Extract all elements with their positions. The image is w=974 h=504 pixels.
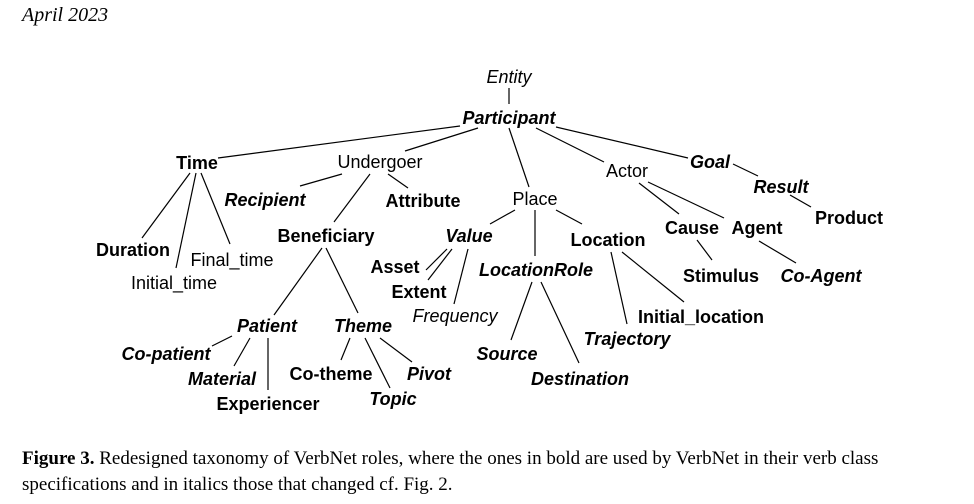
edge-actor-agent (647, 181, 725, 219)
edge-locationrole-destination (540, 281, 580, 364)
node-location: Location (571, 230, 646, 250)
edge-value-asset (425, 248, 448, 271)
node-beneficiary: Beneficiary (277, 226, 374, 246)
node-asset: Asset (370, 257, 419, 277)
node-cause: Cause (665, 218, 719, 238)
edge-place-value (489, 209, 516, 225)
node-stimulus: Stimulus (683, 266, 759, 286)
node-patient: Patient (237, 316, 298, 336)
node-participant: Participant (462, 108, 556, 128)
edge-location-initial-location (621, 251, 685, 303)
figure-caption-label: Figure 3. (22, 448, 95, 469)
node-actor: Actor (606, 161, 648, 181)
node-co-patient: Co-patient (122, 344, 212, 364)
edge-participant-goal (555, 126, 689, 159)
node-co-theme: Co-theme (289, 364, 372, 384)
node-goal: Goal (690, 152, 731, 172)
node-time: Time (176, 153, 218, 173)
edge-time-initial-time (175, 172, 197, 269)
edge-beneficiary-theme (325, 247, 359, 314)
node-entity: Entity (486, 67, 532, 87)
node-destination: Destination (531, 369, 629, 389)
node-source: Source (476, 344, 537, 364)
edge-actor-cause (638, 182, 680, 215)
edge-time-final-time (200, 172, 231, 245)
edge-participant-actor (535, 127, 605, 163)
edge-value-extent (427, 248, 453, 281)
node-experiencer: Experiencer (216, 394, 319, 414)
tree-nodes: Entity Participant Time Undergoer Actor … (96, 67, 883, 414)
node-topic: Topic (369, 389, 416, 409)
node-initial-location: Initial_location (638, 307, 764, 327)
node-duration: Duration (96, 240, 170, 260)
figure-caption: Figure 3. Redesigned taxonomy of VerbNet… (22, 446, 956, 498)
node-pivot: Pivot (407, 364, 452, 384)
edge-result-product (789, 194, 812, 208)
edge-place-location (555, 209, 583, 225)
edge-participant-place (508, 127, 530, 188)
edge-undergoer-attribute (387, 173, 409, 189)
node-value: Value (445, 226, 492, 246)
edge-agent-co-agent (758, 240, 797, 264)
node-material: Material (188, 369, 257, 389)
edge-value-frequency (453, 248, 469, 305)
node-location-role: LocationRole (479, 260, 593, 280)
edge-goal-result (732, 163, 759, 177)
node-trajectory: Trajectory (584, 329, 672, 349)
node-frequency: Frequency (412, 306, 498, 326)
node-extent: Extent (391, 282, 446, 302)
edge-participant-undergoer (404, 127, 479, 152)
node-theme: Theme (334, 316, 392, 336)
figure-caption-text: Redesigned taxonomy of VerbNet roles, wh… (22, 448, 879, 495)
edge-patient-material (233, 337, 251, 367)
edge-cause-stimulus (696, 239, 713, 261)
node-agent: Agent (732, 218, 783, 238)
edge-theme-pivot (379, 337, 413, 363)
tree-edges (141, 88, 812, 390)
node-result: Result (753, 177, 809, 197)
node-final-time: Final_time (190, 250, 273, 271)
edge-undergoer-beneficiary (333, 173, 371, 223)
edge-theme-co-theme (340, 337, 351, 361)
edge-time-duration (141, 172, 191, 239)
node-place: Place (512, 189, 557, 209)
edge-participant-time (217, 125, 461, 159)
edge-undergoer-recipient (299, 173, 343, 187)
node-attribute: Attribute (386, 191, 461, 211)
taxonomy-tree-diagram: Entity Participant Time Undergoer Actor … (96, 67, 883, 414)
page-header-date: April 2023 (22, 4, 109, 26)
node-co-agent: Co-Agent (781, 266, 863, 286)
node-initial-time: Initial_time (131, 273, 217, 294)
node-product: Product (815, 208, 883, 228)
edge-locationrole-source (510, 281, 533, 341)
edge-theme-topic (364, 337, 391, 389)
node-recipient: Recipient (224, 190, 306, 210)
edge-patient-co-patient (211, 335, 233, 347)
edge-beneficiary-patient (273, 247, 323, 316)
edge-location-trajectory (610, 251, 628, 325)
node-undergoer: Undergoer (337, 152, 422, 172)
